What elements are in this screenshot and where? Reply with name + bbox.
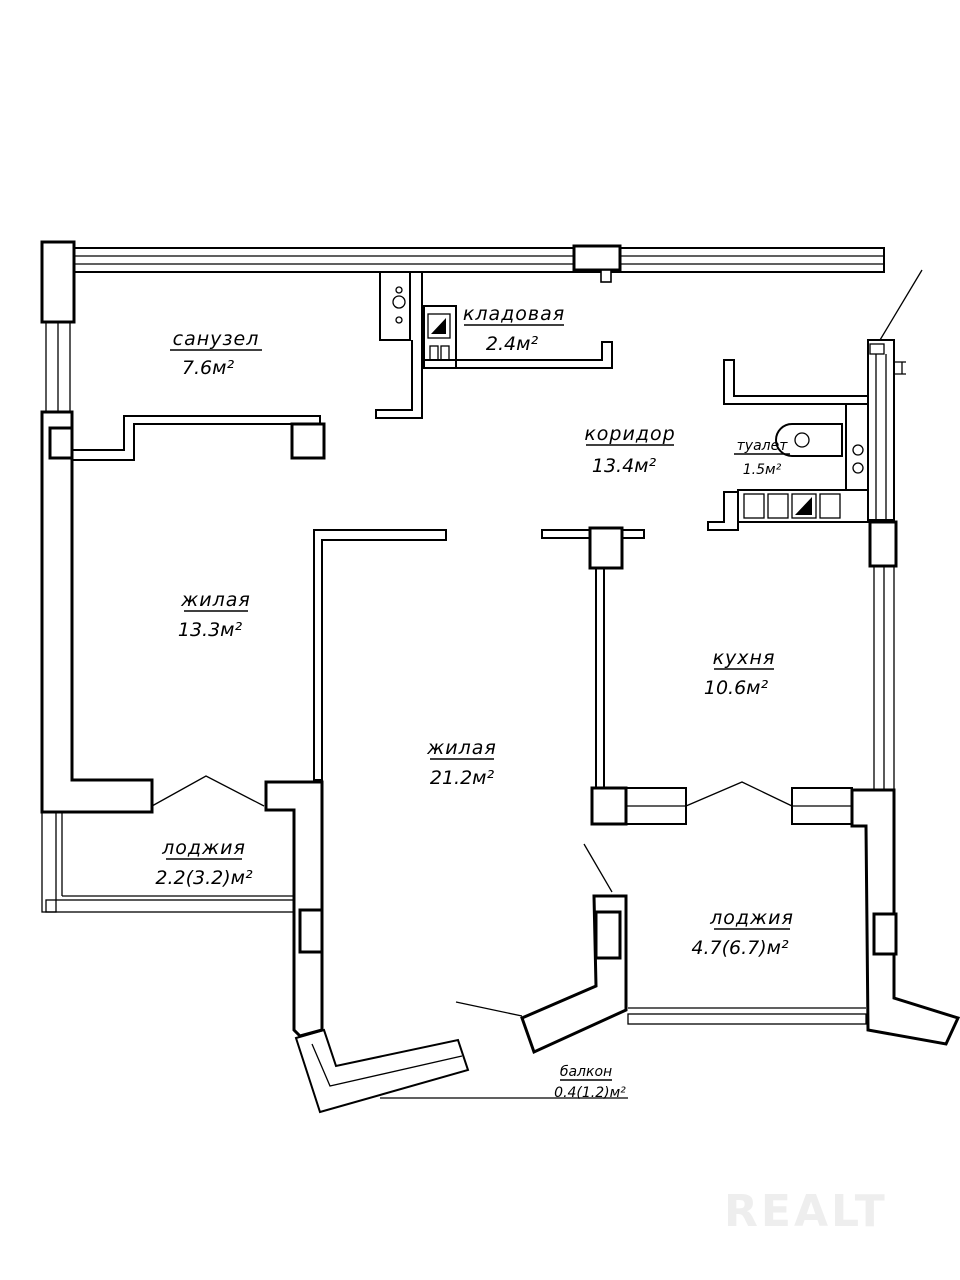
room-label-koridor: коридор 13.4м² (584, 423, 675, 477)
interior-walls (313, 526, 853, 826)
right-loggia (520, 788, 960, 1055)
room-label-tualet: туалет 1.5м² (734, 438, 790, 478)
lodzhia-right-name: лоджия (709, 907, 794, 929)
kladovaya-block (375, 271, 613, 419)
left-loggia (41, 811, 295, 913)
room-label-balkon: балкон 0.4(1.2)м² (554, 1064, 626, 1101)
tualet-area: 1.5м² (743, 462, 782, 478)
balkon-area: 0.4(1.2)м² (554, 1085, 626, 1101)
top-exterior-wall (40, 240, 885, 324)
kladovaya-name: кладовая (463, 303, 565, 325)
zhilaya-small-name: жилая (180, 589, 251, 611)
central-bay (264, 780, 628, 1114)
lodzhia-left-name: лоджия (161, 837, 246, 859)
right-exterior-wall (867, 269, 923, 790)
sanuzel-area: 7.6м² (182, 357, 235, 379)
kladovaya-area: 2.4м² (486, 333, 539, 355)
zhilaya-large-name: жилая (426, 737, 497, 759)
room-label-zhilaya-small: жилая 13.3м² (178, 589, 251, 641)
zhilaya-large-area: 21.2м² (430, 767, 495, 789)
zhilaya-small-area: 13.3м² (178, 619, 243, 641)
room-label-kladovaya: кладовая 2.4м² (463, 303, 565, 355)
room-label-kukhnya: кухня 10.6м² (704, 647, 776, 699)
balkon-name: балкон (560, 1064, 612, 1080)
sanuzel-partition (72, 415, 326, 461)
left-exterior-wall (40, 322, 154, 814)
room-label-lodzhia-right: лоджия 4.7(6.7)м² (691, 907, 794, 959)
room-label-lodzhia-left: лоджия 2.2(3.2)м² (155, 837, 253, 889)
kukhnya-name: кухня (713, 647, 776, 669)
koridor-area: 13.4м² (592, 455, 657, 477)
lodzhia-left-area: 2.2(3.2)м² (155, 867, 253, 889)
sanuzel-name: санузел (173, 328, 260, 350)
room-label-zhilaya-large: жилая 21.2м² (426, 737, 497, 789)
koridor-name: коридор (584, 423, 675, 445)
kukhnya-area: 10.6м² (704, 677, 769, 699)
door-swings (151, 775, 793, 1017)
tualet-name: туалет (737, 438, 789, 454)
watermark-logo: REALT (724, 1186, 888, 1237)
lodzhia-right-area: 4.7(6.7)м² (691, 937, 789, 959)
room-label-sanuzel: санузел 7.6м² (170, 328, 262, 379)
tualet-block (707, 359, 869, 531)
